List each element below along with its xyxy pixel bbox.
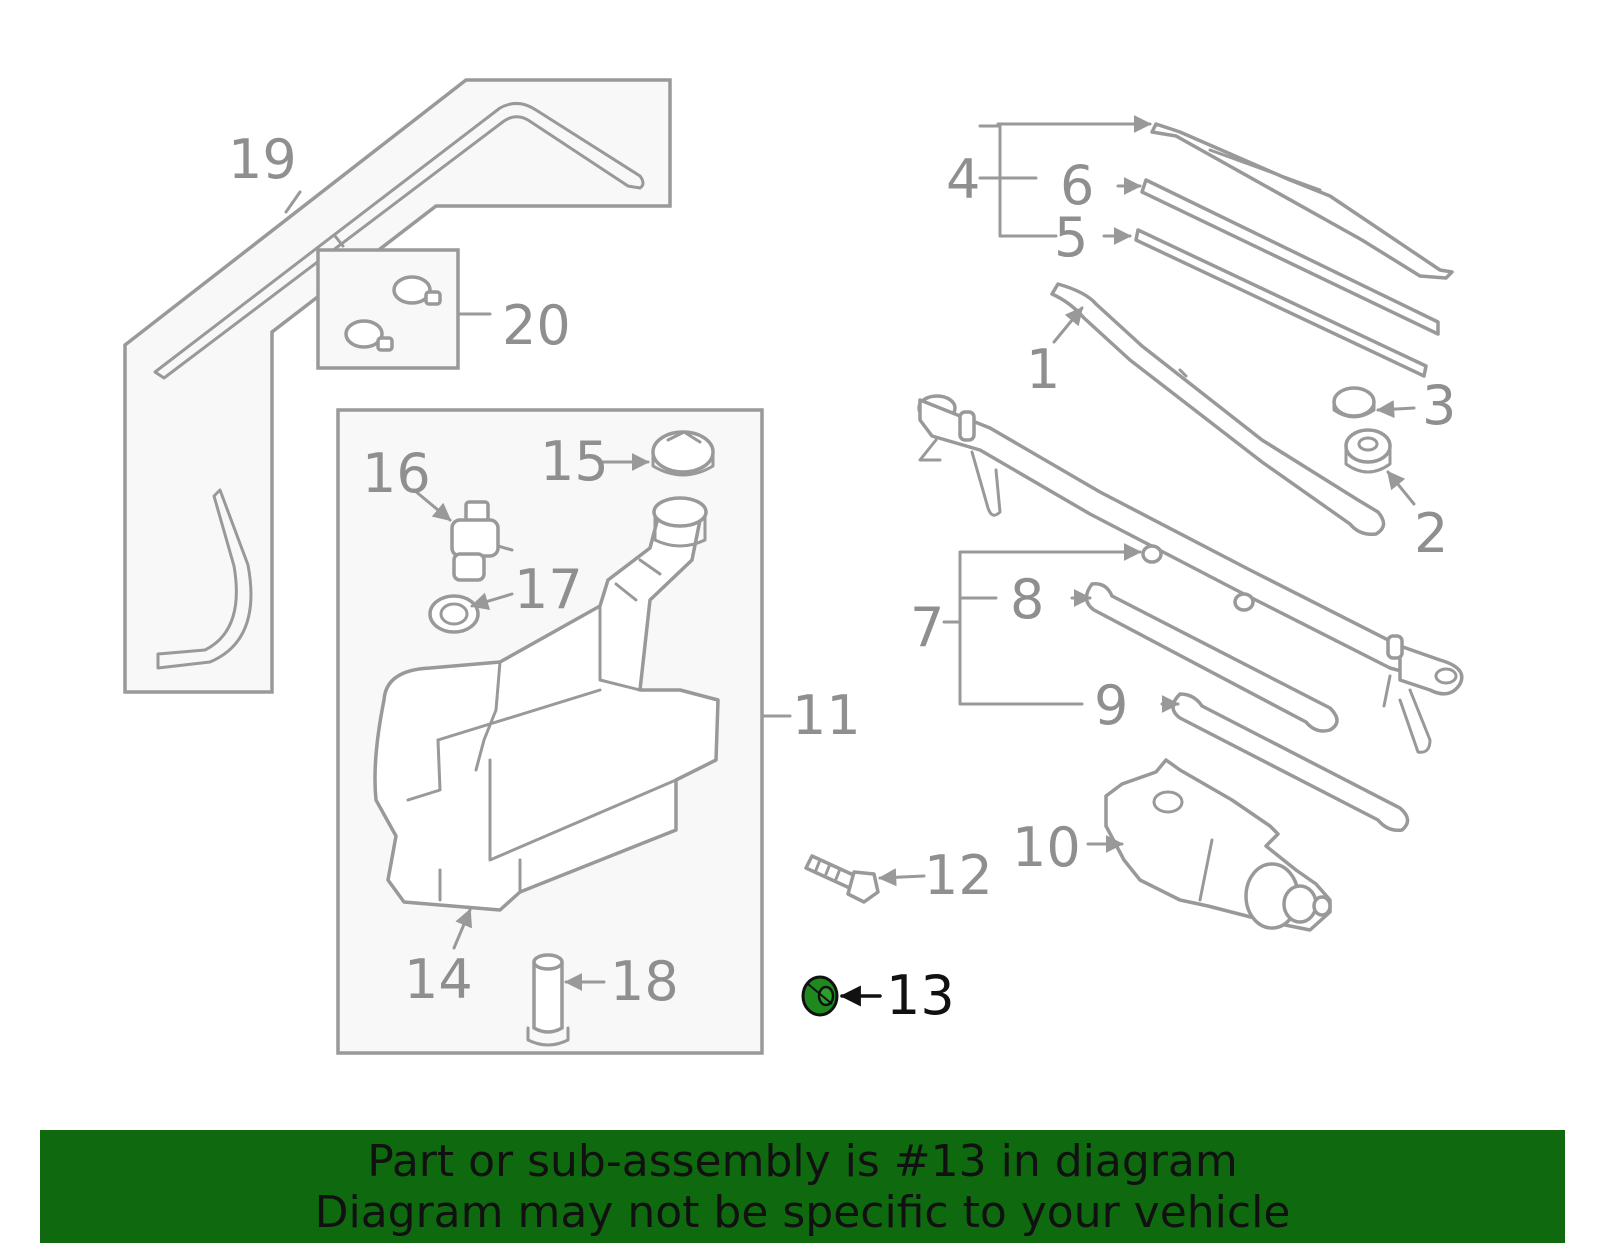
part-20-washer-nozzles[interactable] [316, 248, 460, 370]
info-banner: Part or sub-assembly is #13 in diagram D… [40, 1130, 1565, 1243]
callout-4: 4 [946, 148, 980, 211]
banner-line-2: Diagram may not be specific to your vehi… [314, 1186, 1291, 1238]
part-15-reservoir-cap[interactable] [651, 430, 715, 477]
wiper-linkage-frame[interactable] [917, 394, 1464, 754]
callout-6: 6 [1060, 154, 1094, 217]
callout-14: 14 [404, 948, 473, 1011]
part-5-blade-refill[interactable] [1134, 228, 1428, 378]
callout-8: 8 [1010, 568, 1044, 631]
part-10-wiper-motor[interactable] [1104, 758, 1332, 932]
part-18-filter[interactable] [526, 953, 570, 1047]
callout-18: 18 [610, 950, 679, 1013]
part-3-cap[interactable] [1332, 386, 1376, 419]
callout-16: 16 [362, 442, 431, 505]
part-17-pump-grommet[interactable] [428, 594, 480, 634]
part-13-nut-highlighted[interactable] [801, 975, 839, 1017]
callout-15: 15 [540, 430, 609, 493]
callout-10: 10 [1012, 816, 1081, 879]
callout-7: 7 [910, 596, 944, 659]
part-4-wiper-blade[interactable] [1150, 122, 1454, 280]
part-16-washer-pump[interactable] [450, 500, 514, 582]
callout-13-highlighted: 13 [886, 964, 955, 1027]
part-12-bolt[interactable] [804, 854, 880, 904]
callout-5: 5 [1054, 206, 1088, 269]
callout-17: 17 [514, 558, 583, 621]
part-11-washer-reservoir[interactable] [373, 496, 720, 912]
callout-20: 20 [502, 294, 571, 357]
part-6-blade-insert[interactable] [1140, 178, 1440, 336]
callout-2: 2 [1414, 502, 1448, 565]
callout-19: 19 [228, 128, 297, 191]
part-2-nut[interactable] [1344, 428, 1392, 474]
banner-line-1: Part or sub-assembly is #13 in diagram [367, 1135, 1238, 1187]
callout-3: 3 [1422, 374, 1456, 437]
callout-12: 12 [924, 844, 993, 907]
callout-11: 11 [792, 684, 861, 747]
callout-9: 9 [1094, 674, 1128, 737]
callout-1: 1 [1026, 338, 1060, 401]
part-19-washer-hose[interactable] [123, 78, 672, 694]
